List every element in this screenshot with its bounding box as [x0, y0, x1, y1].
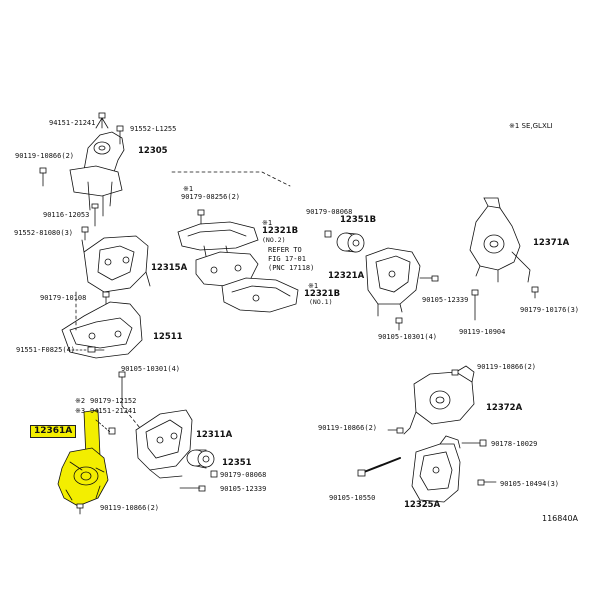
part-label-12311A: 12311A: [196, 430, 233, 440]
fastener-94151-21241-mid: 94151-21241: [90, 407, 137, 415]
engine-mount-12371A: [469, 197, 531, 283]
fastener-note-1b: ※1: [262, 219, 273, 227]
fastener-90119-10866-r: 90119-10866(2): [477, 363, 537, 371]
bolt-90119-10866-top: [39, 167, 47, 187]
bolt-91552-l1255: [116, 125, 124, 145]
leader-line: [95, 419, 111, 433]
fastener-91551-f0825: 91551-F0825(4): [16, 346, 76, 354]
bracket-12311A: [135, 409, 193, 479]
part-label-12372A: 12372A: [486, 403, 523, 413]
bolt-90179-12152: [108, 427, 116, 435]
part-label-12351-lower: 12351: [222, 458, 252, 468]
fastener-91552-l1255: 91552-L1255: [130, 125, 177, 133]
part-label-12315A: 12315A: [151, 263, 188, 273]
part-label-12361A: 12361A: [30, 425, 77, 438]
fastener-90179-10176: 90179-10176(3): [520, 306, 580, 314]
fastener-90105-12339-lower: 90105-12339: [220, 485, 267, 493]
fastener-90179-10108: 90179-10108: [40, 294, 87, 302]
leader-line: [171, 171, 291, 187]
engine-mount-12372A: [403, 365, 475, 435]
refer-note-line1: REFER TO: [268, 246, 302, 254]
fastener-90119-10866-bot: 90119-10866(2): [100, 504, 160, 512]
bushing-12351B: [336, 232, 365, 253]
bolt-90105-10301-mid: [395, 317, 403, 331]
fastener-90179-08068-lower: 90179-08068: [220, 471, 267, 479]
bolt-91552-81080: [81, 226, 89, 241]
bolt-94151-21241-top: [98, 112, 106, 129]
figure-id: 116840A: [542, 514, 579, 523]
bracket-12321A: [365, 247, 421, 317]
fastener-90178-10029: 90178-10029: [491, 440, 538, 448]
fastener-91552-81080: 91552-81080(3): [14, 229, 74, 237]
part-label-12511: 12511: [153, 332, 183, 342]
bushing-12351-lower: [186, 449, 215, 469]
fastener-90116-12053: 90116-12053: [43, 211, 90, 219]
fastener-90105-10301-mid: 90105-10301(4): [378, 333, 438, 341]
bolt-90116-12053: [91, 203, 99, 227]
bolt-90179-10176: [531, 286, 539, 299]
bolt-90105-10550: [357, 457, 401, 477]
fastener-90105-10550: 90105-10550: [329, 494, 376, 502]
bracket-12315A: [81, 235, 151, 293]
part-label-12321B-no2: 12321B: [262, 226, 299, 236]
bolt-90119-10866-bot: [76, 503, 84, 515]
fastener-90179-08068-upper: 90179-08068: [306, 208, 353, 216]
bracket-12321B-no1: [221, 277, 299, 313]
bracket-12321B-no2: [177, 221, 259, 257]
bolt-90179-08256: [197, 209, 205, 225]
legend-note: ※1 SE,GLXLI: [509, 122, 553, 130]
bolt-90119-10866-l: [387, 427, 404, 434]
engine-mount-12361A: [57, 409, 109, 507]
bracket-12511: [61, 301, 143, 359]
fastener-note-2: ※2: [75, 397, 86, 405]
engine-mount-12305: [69, 117, 125, 217]
refer-note-line3: (PNC 17118): [268, 264, 315, 272]
fastener-note-3: ※3: [75, 407, 86, 415]
bolt-90179-10108: [102, 291, 110, 305]
bolt-90179-08068-lower: [210, 470, 218, 478]
part-label-12321B-no1: 12321B: [304, 289, 341, 299]
bolt-90178-10029: [461, 439, 487, 447]
fastener-90179-12152: 90179-12152: [90, 397, 137, 405]
bolt-90105-10301-left: [118, 371, 126, 407]
part-label-12321B-no1-sub: (NO.1): [309, 298, 333, 306]
bolt-91551-f0825: [87, 346, 105, 353]
refer-note-line2: FIG 17-01: [268, 255, 306, 263]
bolt-90119-10866-r: [451, 369, 459, 376]
part-label-12305: 12305: [138, 146, 168, 156]
fastener-note-1a: ※1: [183, 185, 194, 193]
fastener-94151-21241-top: 94151-21241: [49, 119, 96, 127]
bracket-12325A: [411, 435, 461, 503]
bolt-90105-12339-mid: [419, 275, 439, 282]
fastener-90179-08256: 90179-08256(2): [181, 193, 241, 201]
fastener-90105-10301-left: 90105-10301(4): [121, 365, 181, 373]
bolt-90119-10904: [471, 289, 479, 321]
fastener-90119-10866-top: 90119-10866(2): [15, 152, 75, 160]
fastener-90119-10866-l: 90119-10866(2): [318, 424, 378, 432]
fastener-90119-10904: 90119-10904: [459, 328, 506, 336]
part-label-12321B-no2-sub: (NO.2): [262, 236, 286, 244]
part-label-12371A: 12371A: [533, 238, 570, 248]
part-label-12325A: 12325A: [404, 500, 441, 510]
part-label-12351B: 12351B: [340, 215, 377, 225]
part-label-12321A: 12321A: [328, 271, 365, 281]
fastener-note-1c: ※1: [308, 282, 319, 290]
fastener-90105-12339-mid: 90105-12339: [422, 296, 469, 304]
bolt-90105-12339-lower: [179, 485, 206, 492]
leader-line: [121, 405, 141, 429]
bolt-90179-08068-upper: [324, 230, 332, 238]
fastener-90105-10494: 90105-10494(3): [500, 480, 560, 488]
bolt-90105-10494: [477, 479, 497, 486]
